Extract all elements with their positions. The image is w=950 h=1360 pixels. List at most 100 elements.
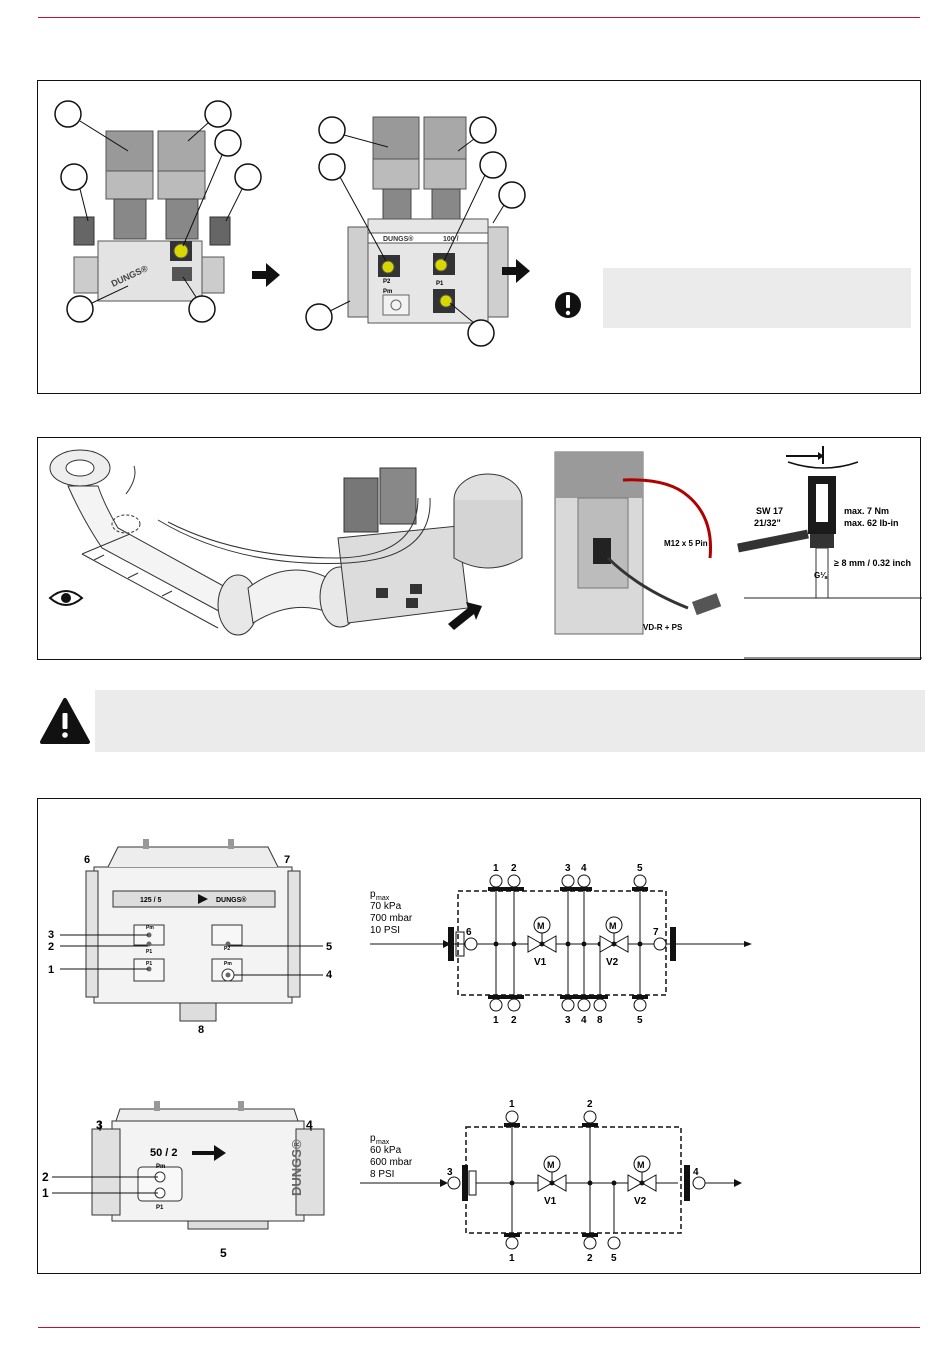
port-number: 4 [581, 863, 587, 874]
note-box [603, 268, 911, 328]
callout-circle [305, 303, 333, 331]
callout-number: 1 [48, 964, 54, 976]
installation-illustrations: M12 x 5 Pin VD-R + PS SW 17 21/32" max. … [48, 446, 922, 659]
callout-number: 1 [42, 1186, 49, 1200]
sw17-label: SW 17 [756, 506, 783, 516]
port-label: P1 [156, 1205, 164, 1211]
port-number: 5 [611, 1253, 617, 1264]
vdr-ps-photo: M12 x 5 Pin VD-R + PS [554, 451, 722, 635]
port-number: 3 [565, 863, 571, 874]
port-number: 1 [509, 1099, 515, 1110]
pmax-p: p [370, 1133, 376, 1144]
callout-circle [204, 100, 232, 128]
callout-number: 8 [198, 1024, 204, 1036]
outlet-number: 7 [653, 927, 659, 938]
callout-circle [234, 163, 262, 191]
schematic-top: p max 70 kPa 700 mbar 10 PSI 6 7 [370, 863, 752, 1026]
valve-v1-icon: M V1 [537, 1155, 567, 1207]
callout-circle [469, 116, 497, 144]
valve-label: V2 [606, 957, 619, 968]
sw17-inch-label: 21/32" [754, 518, 781, 528]
port-label: P1 [146, 949, 152, 955]
port-number: 1 [493, 863, 499, 874]
callout-circle [318, 116, 346, 144]
callout-number: 3 [96, 1118, 103, 1132]
port-number: 2 [587, 1099, 593, 1110]
device-b-brand: DUNGS® [383, 235, 414, 243]
valve-label: V1 [534, 957, 547, 968]
torque-nm-label: max. 7 Nm [844, 506, 889, 516]
inlet-number: 3 [447, 1167, 453, 1178]
motor-label: M [637, 1160, 645, 1170]
callout-number: 5 [220, 1246, 227, 1260]
callout-number: 2 [42, 1170, 49, 1184]
header-rule [38, 17, 920, 18]
callout-number: 2 [48, 941, 54, 953]
device-125-model: 125 / 5 [140, 897, 162, 904]
port-number: 8 [597, 1015, 603, 1026]
panel-test-points: DUNGS® [37, 80, 921, 394]
port-label: P1 [146, 961, 152, 967]
callout-circle [188, 295, 216, 323]
callout-circle [467, 319, 495, 347]
port-number: 2 [511, 863, 517, 874]
port-number: 2 [587, 1253, 593, 1264]
port-label: Pm [156, 1164, 165, 1170]
port-number: 5 [637, 1015, 643, 1026]
inlet-number: 6 [466, 927, 472, 938]
callout-circle [54, 100, 82, 128]
device-b: DUNGS® 100 / P2 Pm P1 [305, 116, 530, 347]
m12-label: M12 x 5 Pin [664, 539, 708, 548]
flow-arrow-icon [448, 602, 482, 630]
callout-number: 4 [326, 969, 333, 981]
port-label: Pm [146, 925, 154, 931]
vdr-ps-label: VD-R + PS [643, 623, 683, 632]
test-point-illustrations: DUNGS® [54, 100, 581, 347]
note-block [555, 292, 581, 318]
footer-rule [38, 1327, 920, 1328]
device-a: DUNGS® [54, 100, 280, 323]
callout-number: 7 [284, 854, 290, 866]
callout-circle [60, 163, 88, 191]
port-number: 5 [637, 863, 643, 874]
flow-arrow-icon [252, 263, 280, 287]
outlet-number: 4 [693, 1167, 699, 1178]
torque-detail: SW 17 21/32" max. 7 Nm max. 62 lb-in ≥ 8… [737, 446, 922, 659]
device-b-pm: Pm [383, 289, 392, 295]
pmax-p: p [370, 889, 376, 900]
schematic-drawings: 125 / 5 DUNGS® Pm P1 P1 P2 Pm 3 2 [42, 839, 752, 1264]
schematic-bottom: p max 60 kPa 600 mbar 8 PSI 3 4 [360, 1099, 742, 1264]
panel-test-point-diagrams: 125 / 5 DUNGS® Pm P1 P1 P2 Pm 3 2 [37, 798, 921, 1274]
depth-label: ≥ 8 mm / 0.32 inch [834, 558, 911, 568]
pmax-kpa: 60 kPa [370, 1145, 402, 1156]
device-125-brand: DUNGS® [216, 896, 247, 904]
callout-number: 3 [48, 929, 54, 941]
valve-v1-icon: M V1 [527, 916, 557, 968]
motor-label: M [537, 921, 545, 931]
pmax-sub: max [376, 1139, 390, 1146]
pmax-kpa: 70 kPa [370, 901, 402, 912]
warning-block [40, 690, 925, 752]
valve-v2-icon: M V2 [627, 1155, 657, 1207]
port-number: 3 [565, 1015, 571, 1026]
valve-v2-icon: M V2 [599, 916, 629, 968]
pmax-mbar: 700 mbar [370, 913, 413, 924]
valve-label: V2 [634, 1196, 647, 1207]
port-label: P2 [224, 946, 230, 952]
motor-label: M [547, 1160, 555, 1170]
device-50-model: 50 / 2 [150, 1147, 178, 1159]
flow-arrow-icon [192, 1145, 226, 1161]
warning-triangle-icon [40, 698, 90, 744]
valve-label: V1 [544, 1196, 557, 1207]
torque-lbin-label: max. 62 lb-in [844, 518, 899, 528]
callout-number: 5 [326, 941, 332, 953]
device-b-p1: P1 [436, 281, 444, 287]
port-label: Pm [224, 961, 232, 967]
pmax-psi: 10 PSI [370, 925, 400, 936]
callout-number: 6 [84, 854, 90, 866]
pmax-mbar: 600 mbar [370, 1157, 413, 1168]
thread-label: G⅛ [814, 571, 828, 580]
motor-label: M [609, 921, 617, 931]
port-number: 1 [493, 1015, 499, 1026]
device-50-drawing: 50 / 2 DUNGS® Pm P1 2 1 3 4 5 [42, 1101, 325, 1260]
